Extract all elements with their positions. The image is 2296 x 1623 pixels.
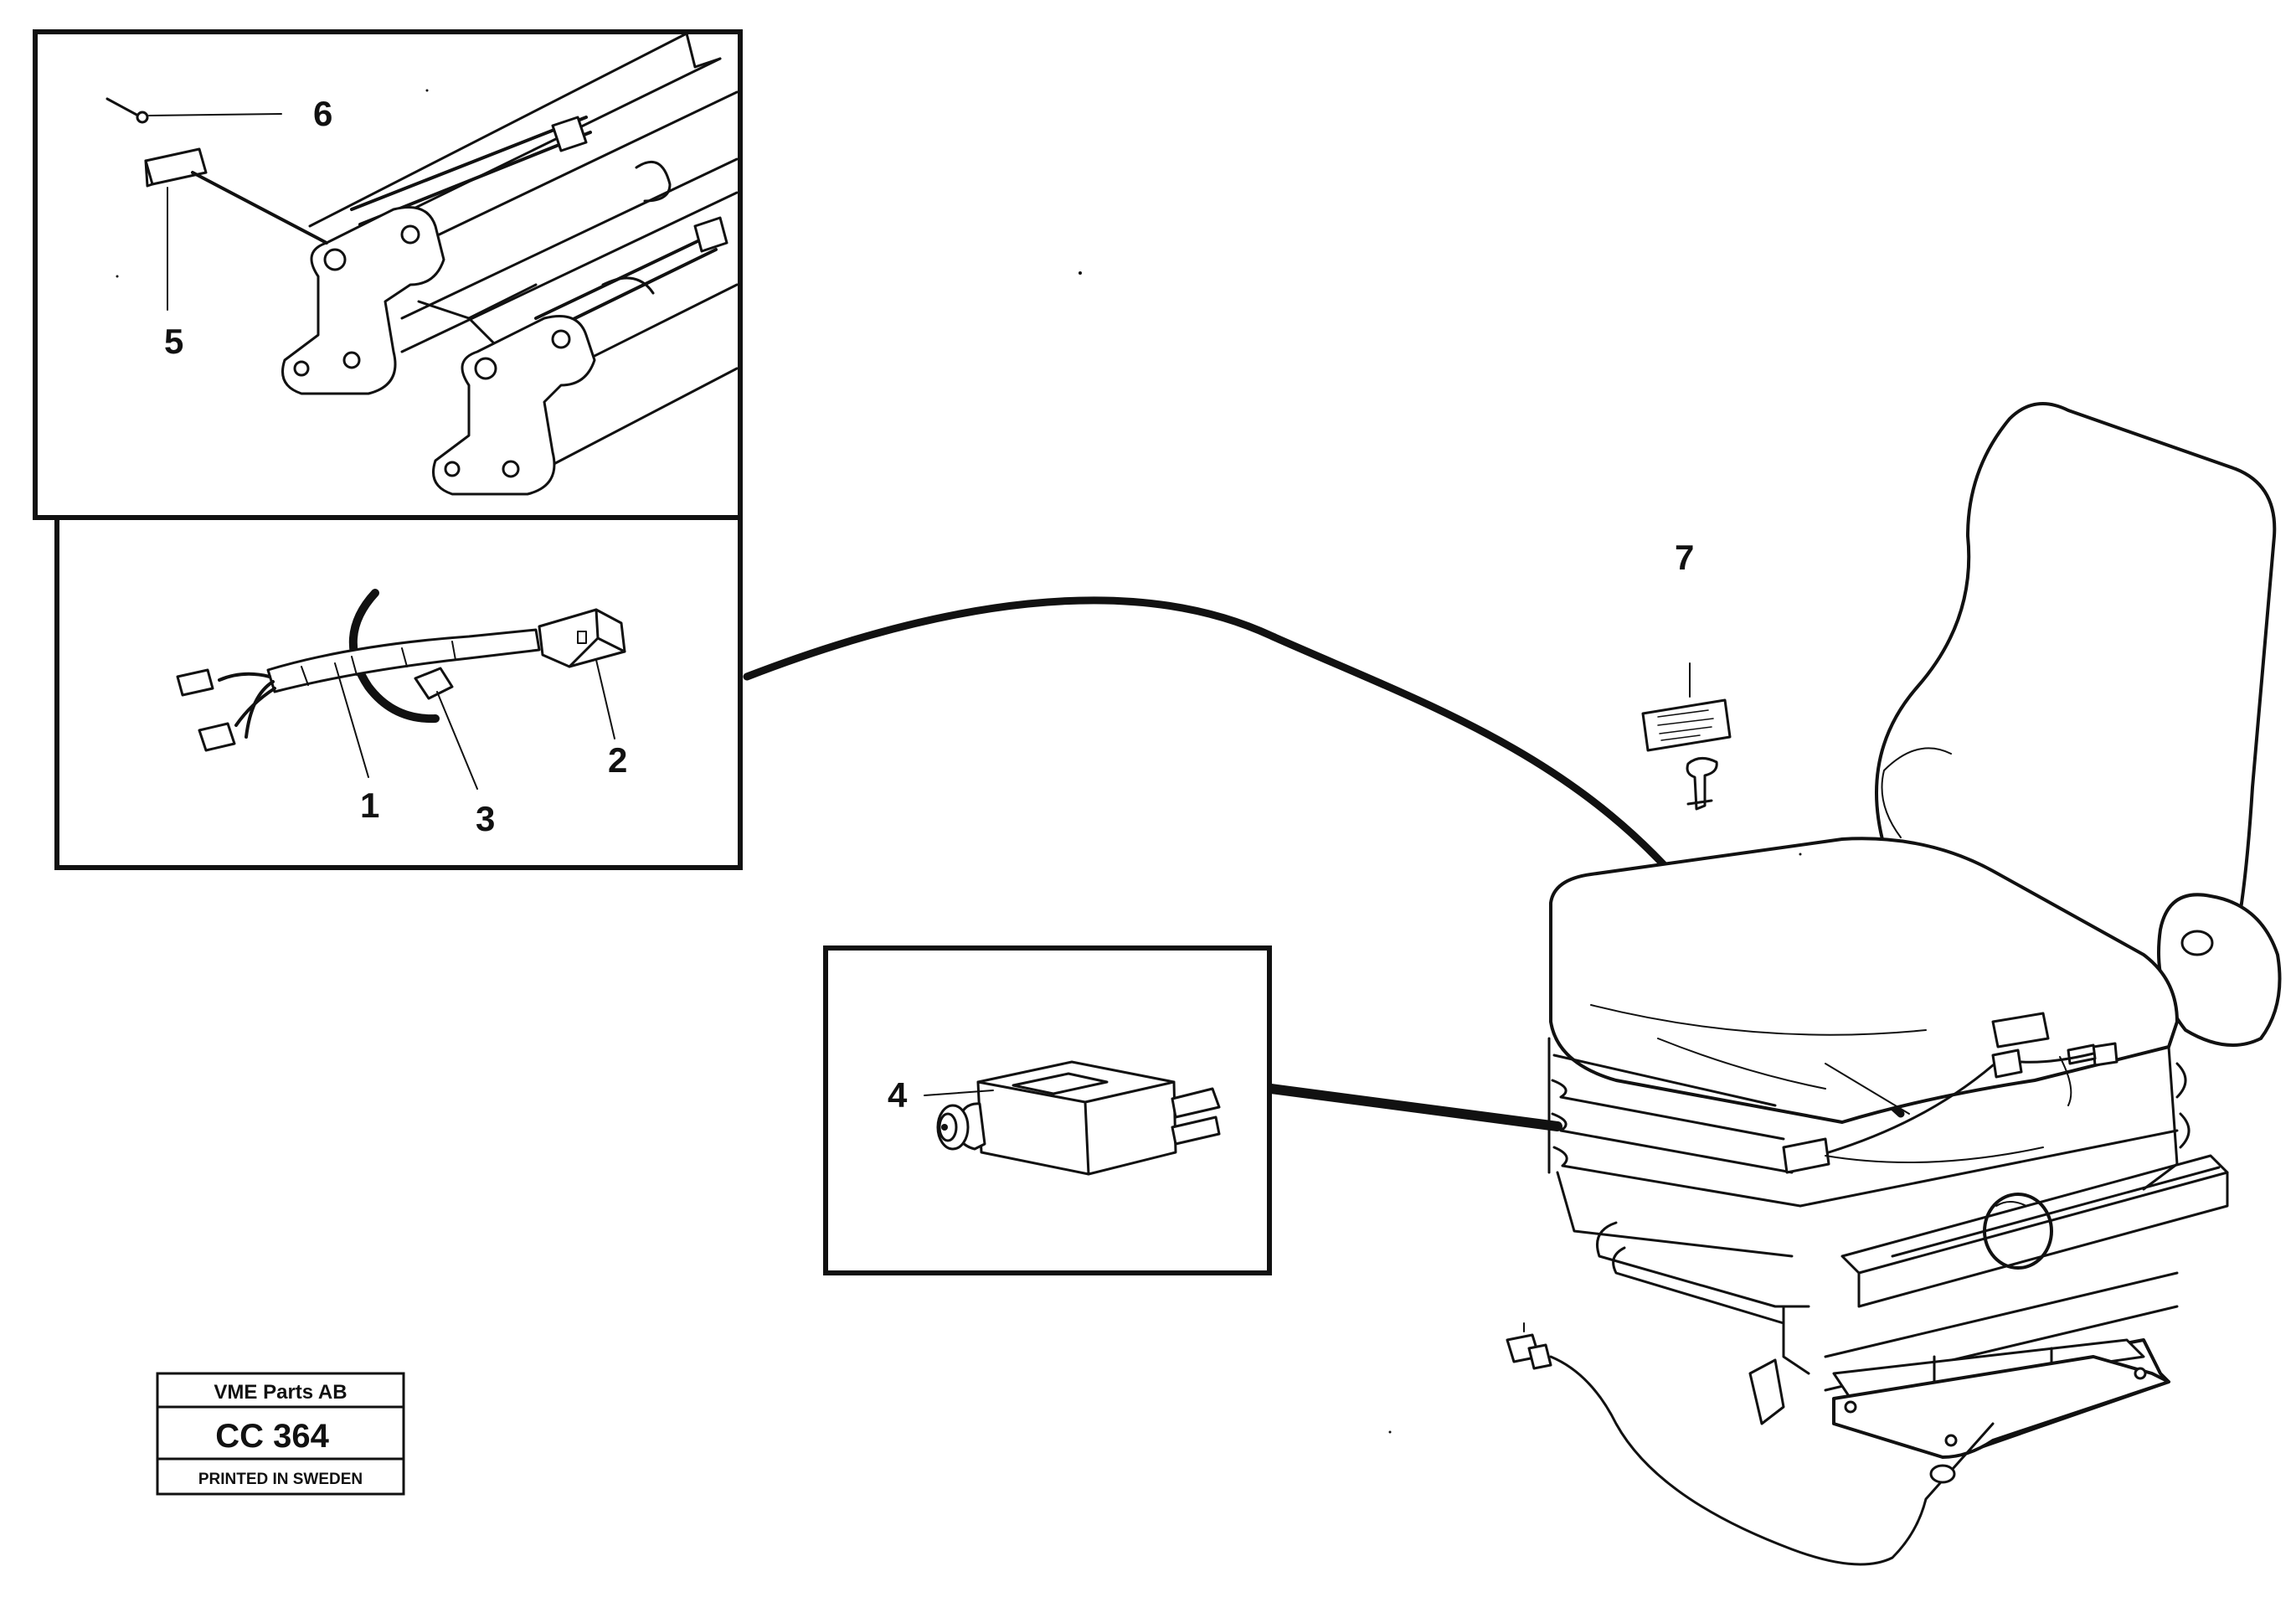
callout-6: 6 [313,94,332,133]
seat-suspension [1547,1037,2190,1258]
callout-1: 1 [360,786,379,825]
stamp-frame [156,1372,405,1496]
callout-2: 2 [608,740,627,780]
parts-stamp: VME Parts AB CC 364 PRINTED IN SWEDEN [156,1372,405,1496]
stamp-code: CC 364 [215,1418,329,1455]
inset-harness: 1 3 2 [54,515,743,870]
linkage-drawing [281,32,739,496]
inset-breaker: 4 [823,945,1272,1275]
stamp-company: VME Parts AB [214,1381,347,1404]
label-plate-item [144,147,328,311]
breaker-leader-line [1266,1084,1562,1131]
seat-harness [1657,1012,2118,1174]
scan-specks [116,89,1802,1434]
inset-harness-frame [54,515,743,870]
seat-label-and-key [1641,662,1732,811]
callout-4: 4 [888,1075,908,1115]
callout-5: 5 [164,322,183,361]
seat-cushion [1549,837,2179,1124]
harness-drawing [176,589,626,790]
circuit-breaker-drawing [924,1060,1221,1176]
seat-assembly: 7 [1506,402,2282,1566]
callout-7: 7 [1675,538,1694,577]
inset-linkage: 6 5 [33,29,743,520]
seat-backrest [1875,402,2277,990]
seat-pedestal [1832,1338,2170,1459]
rivet-item [106,97,282,124]
stamp-printed: PRINTED IN SWEDEN [198,1471,363,1488]
callout-3: 3 [476,799,495,838]
seat-tag [1748,1358,1785,1425]
ground-cable [1506,1322,1995,1566]
